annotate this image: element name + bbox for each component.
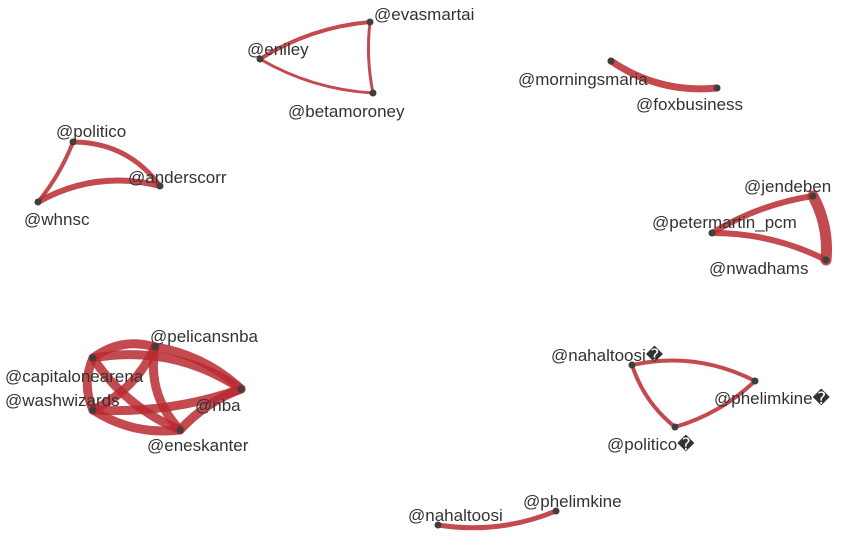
node-label-eniley: @eniley	[247, 40, 309, 59]
node-capitalonearena	[89, 354, 97, 362]
edge-washwizards-eneskanter	[88, 405, 185, 436]
node-petermartin-pcm	[708, 229, 716, 237]
node-nahaltoosi	[628, 361, 636, 369]
node-label-eneskanter: @eneskanter	[147, 436, 249, 455]
node-label-phelimkine: @phelimkine�	[714, 388, 831, 408]
node-eneskanter	[176, 426, 184, 434]
node-phelimkine	[552, 507, 560, 515]
node-label-betamoroney: @betamoroney	[288, 102, 405, 121]
node-layer	[34, 18, 830, 529]
node-label-nahaltoosi: @nahaltoosi�	[551, 345, 664, 365]
node-eniley	[256, 55, 264, 63]
node-foxbusiness	[713, 84, 721, 92]
edge-nahaltoosi-politico	[630, 363, 677, 429]
node-label-foxbusiness: @foxbusiness	[636, 95, 743, 114]
edge-whnsc-anderscorr	[35, 177, 163, 205]
node-label-phelimkine: @phelimkine	[523, 492, 622, 511]
node-label-washwizards: @washwizards	[5, 391, 120, 410]
edge-jendeben-petermartin-pcm	[709, 193, 816, 236]
node-label-nahaltoosi: @nahaltoosi	[408, 506, 503, 525]
node-label-evasmartai: @evasmartai	[374, 5, 474, 24]
edge-evasmartai-betamoroney	[366, 20, 375, 95]
node-label-nba: @nba	[195, 396, 241, 415]
node-label-politico: @politico�	[607, 434, 695, 454]
node-politico	[69, 138, 77, 146]
node-anderscorr	[156, 182, 164, 190]
edge-nahaltoosi-phelimkine	[435, 508, 559, 531]
node-label-jendeben: @jendeben	[744, 177, 831, 196]
node-label-capitalonearena: @capitalonearena	[5, 367, 144, 386]
edge-capitalonearena-washwizards	[82, 353, 98, 415]
node-label-petermartin-pcm: @petermartin_pcm	[652, 213, 797, 232]
node-phelimkine	[751, 377, 759, 385]
node-label-pelicansnba: @pelicansnba	[150, 327, 259, 346]
node-label-whnsc: @whnsc	[24, 210, 90, 229]
node-evasmartai	[366, 18, 374, 26]
node-pelicansnba	[151, 343, 159, 351]
edge-nahaltoosi-phelimkine	[630, 358, 757, 383]
node-nahaltoosi	[434, 521, 442, 529]
node-jendeben	[809, 192, 817, 200]
node-whnsc	[34, 198, 42, 206]
node-label-anderscorr: @anderscorr	[128, 168, 227, 187]
edge-jendeben-nwadhams	[807, 190, 832, 266]
edge-politico-anderscorr	[70, 139, 163, 189]
edge-pelicansnba-nba	[150, 342, 246, 394]
node-label-nwadhams: @nwadhams	[709, 259, 808, 278]
edge-phelimkine-politico	[673, 379, 757, 429]
label-layer: @evasmartai @eniley @betamoroney @morningsm…	[5, 5, 831, 525]
edge-layer	[35, 20, 832, 531]
node-nwadhams	[822, 256, 830, 264]
node-politico	[671, 423, 679, 431]
node-label-politico: @politico	[56, 122, 126, 141]
edge-petermartin-pcm-nwadhams	[709, 229, 829, 263]
node-morningsmaria	[607, 57, 615, 65]
edge-eniley-evasmartai	[258, 20, 372, 61]
edge-morningsmaria-foxbusiness	[607, 57, 721, 93]
node-label-morningsmaria: @morningsmaria	[518, 70, 648, 89]
edge-capitalonearena-eneskanter	[88, 353, 185, 435]
node-nba	[237, 385, 245, 393]
node-betamoroney	[369, 89, 377, 97]
edge-eniley-betamoroney	[258, 57, 375, 95]
edge-nba-eneskanter	[175, 384, 246, 435]
node-washwizards	[89, 406, 97, 414]
edge-pelicansnba-eneskanter	[148, 342, 185, 435]
